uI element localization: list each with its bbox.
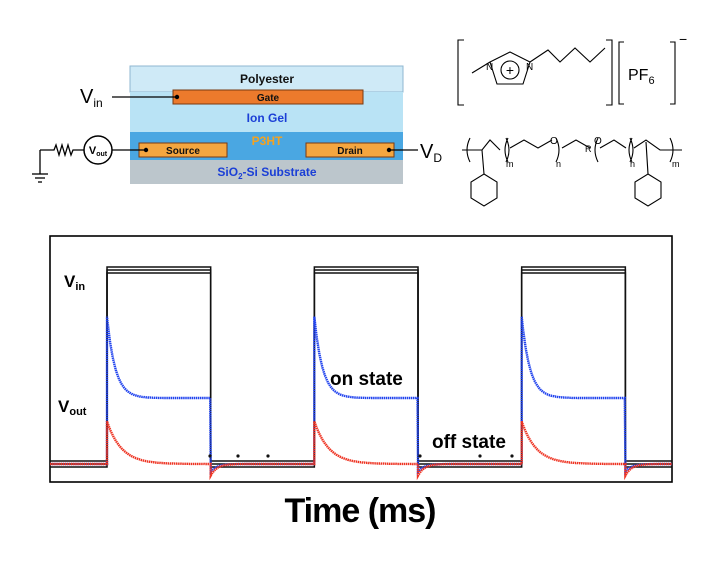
baseline-dot [236,454,240,458]
polyester-layer [129,65,404,93]
gate-contact-dot [174,94,180,100]
vin-trace-3 [50,272,672,468]
off-state-annotation: off state [432,432,506,453]
vout-blue-trace [50,316,672,476]
imidazolium-ring [489,51,531,85]
plot-series [50,266,672,481]
vin-trace-1 [50,269,672,465]
cation-charge: + [506,62,514,78]
vout-signal-label: Vout [58,397,87,418]
polymer-o-right: O [594,136,602,147]
counter-ion: PF6 [628,67,655,87]
vout-meter-label: Vout [89,145,108,158]
p3ht-label: P3HT [252,134,283,148]
baseline-dot [418,454,422,458]
polymer-o-left: O [550,136,558,147]
baseline-dot [510,454,514,458]
nitrogen-right: N [526,62,533,73]
x-axis-title: Time (ms) [285,492,436,530]
baseline-dot [478,454,482,458]
baseline-dot [208,454,212,458]
substrate-layer [130,160,403,184]
gate-label: Gate [257,93,280,104]
resistor-symbol [40,142,84,158]
device-schematic: Polyester Gate Ion Gel P3HT Source Drain… [32,65,442,184]
vout-red-trace [50,420,672,481]
left-bracket [457,39,464,106]
vin-signal-label: Vin [64,272,85,293]
vd-terminal-label: VD [420,141,442,165]
polymer-r: R [585,144,592,154]
baseline-dot [266,454,270,458]
polymer-n-left: n [556,159,561,169]
on-state-annotation: on state [330,369,403,390]
source-label: Source [166,146,200,157]
drain-label: Drain [337,146,363,157]
right-bracket [606,39,613,106]
source-contact-dot [143,147,149,153]
anion-charge: − [679,31,687,47]
drain-contact-dot [386,147,392,153]
counter-ion-brackets [618,41,676,105]
plot-frame [49,235,673,483]
polymer-n-right: n [630,159,635,169]
substrate-label: SiO2-Si Substrate [217,165,316,181]
nitrogen-left: N [486,62,493,73]
polymer-m-right: m [672,159,680,169]
methyl-bond [471,61,491,74]
butyl-chain [529,47,606,63]
polymer-m-left: m [506,159,514,169]
response-chart: Vin Vout on state off state [49,235,673,483]
cation-charge-circle [500,60,520,80]
polyester-label: Polyester [240,72,294,86]
triblock-copolymer-structure [462,137,682,207]
ion-gel-label: Ion Gel [247,111,288,125]
ionic-liquid-structure [457,39,613,106]
vin-terminal-label: Vin [80,86,103,110]
vin-trace-2 [50,266,672,462]
